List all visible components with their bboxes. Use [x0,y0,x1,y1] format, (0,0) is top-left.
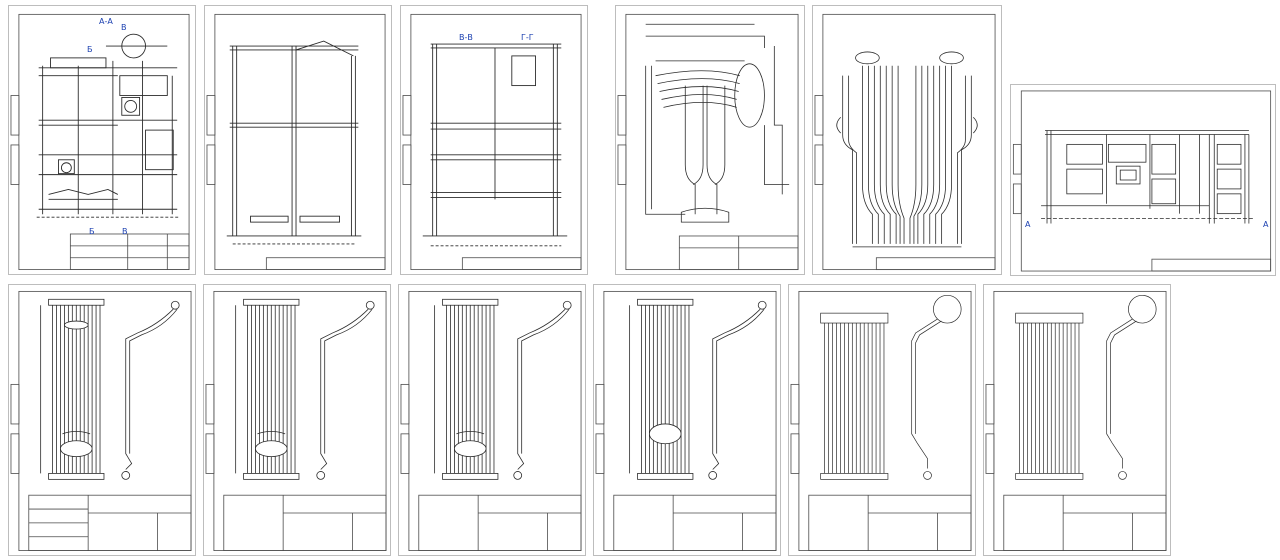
wall-panel-drawing [790,290,972,551]
drawing-sheet-11-rear-wall-panel [788,284,976,556]
drawing-sheet-2-frame-elevation [204,5,392,275]
drawing-sheet-12-rear-wall-panel [983,284,1171,556]
section-label-aa: А-А [99,17,113,26]
drawing-sheet-3-section-vv-gg: В-В Г-Г [400,5,588,275]
wall-panel-drawing [985,290,1167,551]
section-mark-b-bottom: Б [89,227,95,236]
wall-panel-drawing [400,290,582,551]
section-mark-b-top: Б [87,45,93,54]
drawing-sheet-4-pipework-schematic [615,5,805,275]
drawing-sheet-10-front-wall-panel [593,284,781,556]
wall-panel-drawing [595,290,777,551]
portal-frame-drawing [206,13,386,271]
section-mark-a-right: А [1263,220,1269,229]
boiler-tube-layout-drawing [814,13,996,271]
wall-panel-drawing [10,290,192,551]
building-section-drawing [402,13,582,271]
section-mark-a-left: А [1025,220,1031,229]
drawing-sheet-5-tube-panel-view [812,5,1002,275]
boiler-pipework-drawing [617,13,799,271]
drawing-sheet-7-side-wall-panel [8,284,196,556]
drawing-sheet-1-section-aa: А-А В Б Б В [8,5,196,275]
section-label-vv: В-В [459,33,473,42]
section-label-gg: Г-Г [521,33,534,42]
section-mark-v-bottom: В [122,227,128,236]
drawing-sheet-8-side-wall-panel [203,284,391,556]
wall-panel-drawing [205,290,387,551]
drawing-sheet-9-front-wall-panel [398,284,586,556]
section-mark-v-top: В [121,23,127,32]
steel-frame-section-drawing [10,13,190,271]
drawing-sheet-6-frame-section-aa: А А [1010,84,1276,276]
frame-elevation-drawing [1012,90,1272,272]
